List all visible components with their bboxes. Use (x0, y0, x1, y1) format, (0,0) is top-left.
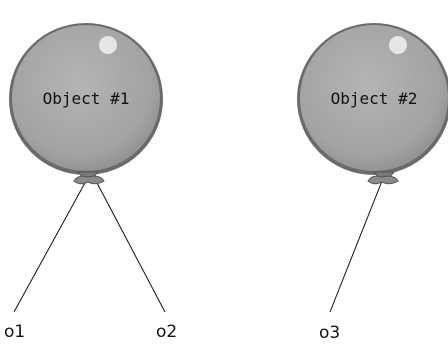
balloon-object-2: Object #2 (297, 23, 448, 185)
string-o1 (13, 180, 87, 313)
balloon-knot (73, 171, 105, 185)
reference-label-o1: o1 (4, 322, 25, 342)
balloon-knot (367, 171, 399, 185)
balloon-label-object-1: Object #1 (43, 89, 130, 108)
balloon-highlight (389, 36, 407, 54)
reference-label-o2: o2 (156, 322, 177, 342)
balloon-highlight (99, 36, 117, 54)
balloon-label-object-2: Object #2 (331, 89, 418, 108)
string-o2 (95, 180, 166, 313)
balloon-object-1: Object #1 (9, 23, 163, 185)
string-o3 (329, 180, 383, 313)
reference-label-o3: o3 (319, 323, 340, 343)
